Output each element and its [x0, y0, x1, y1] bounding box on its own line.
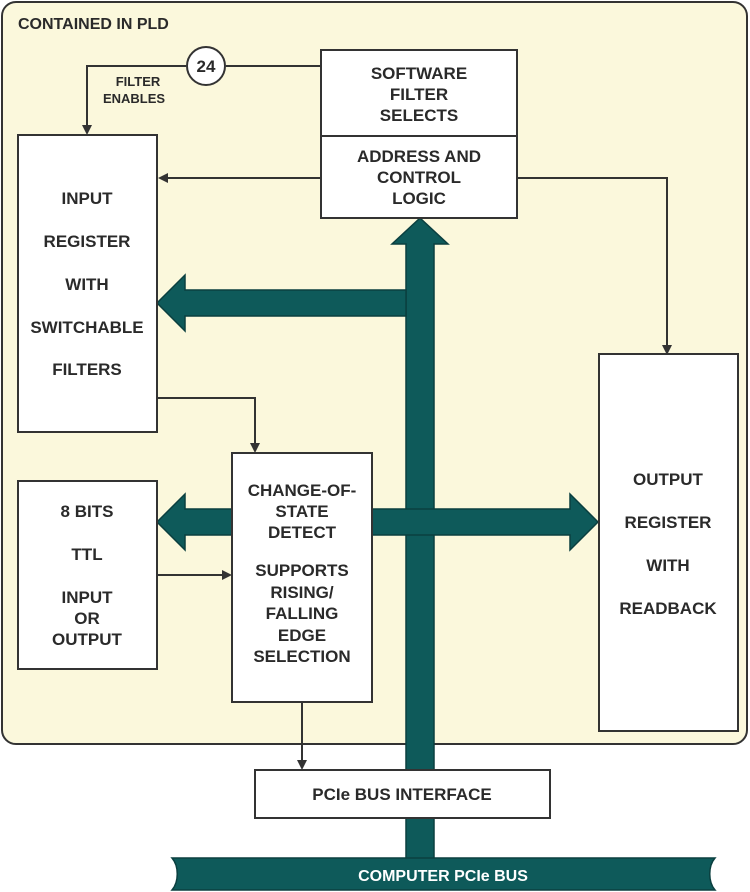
cos-line-3: DETECT [268, 523, 337, 542]
ttl-line-1: 8 BITS [61, 502, 114, 521]
filter-enable-count: 24 [197, 57, 216, 76]
software-filter-selects-block: SOFTWARE FILTER SELECTS [320, 49, 518, 137]
ttl-line-4: OR [74, 609, 100, 628]
computer-bus-label: COMPUTER PCIe BUS [358, 868, 528, 885]
cos-line-6: FALLING [266, 604, 339, 623]
filter-enable-count-badge [186, 46, 226, 86]
output-register-line-4: READBACK [619, 599, 717, 618]
pcie-interface-label: PCIe BUS INTERFACE [312, 785, 491, 804]
input-register-line-3: WITH [65, 275, 108, 294]
pld-container [1, 1, 748, 745]
computer-pcie-bus: COMPUTER PCIe BUS [170, 857, 717, 891]
output-register-line-3: WITH [646, 556, 689, 575]
cos-line-8: SELECTION [253, 647, 350, 666]
cos-line-5: RISING/ [270, 583, 334, 602]
input-register-line-1: INPUT [62, 189, 114, 208]
output-register-block: OUTPUT REGISTER WITH READBACK [598, 353, 739, 732]
output-register-line-2: REGISTER [625, 513, 712, 532]
address-control-logic-block: ADDRESS AND CONTROL LOGIC [320, 135, 518, 219]
ttl-io-block: 8 BITS TTL INPUT OR OUTPUT [17, 480, 158, 670]
address-logic-line-3: LOGIC [392, 189, 446, 208]
ttl-line-3: INPUT [62, 588, 114, 607]
software-filter-line-2: FILTER [390, 85, 448, 104]
ttl-line-5: OUTPUT [52, 630, 123, 649]
filter-enables-label-1: FILTER [116, 74, 161, 89]
software-filter-line-3: SELECTS [380, 106, 458, 125]
cos-line-2: STATE [275, 502, 328, 521]
container-title: CONTAINED IN PLD [18, 16, 169, 33]
input-register-line-5: FILTERS [52, 360, 122, 379]
input-register-block: INPUT REGISTER WITH SWITCHABLE FILTERS [17, 134, 158, 433]
cos-line-7: EDGE [278, 626, 326, 645]
address-logic-line-1: ADDRESS AND [357, 147, 481, 166]
connector-lines [82, 65, 672, 770]
software-filter-line-1: SOFTWARE [371, 64, 467, 83]
address-logic-line-2: CONTROL [377, 168, 461, 187]
cos-line-1: CHANGE-OF- [248, 481, 357, 500]
output-register-line-1: OUTPUT [633, 470, 704, 489]
pcie-interface-block: PCIe BUS INTERFACE [254, 769, 551, 819]
ttl-line-2: TTL [71, 545, 102, 564]
input-register-line-4: SWITCHABLE [30, 318, 143, 337]
filter-enables-label-2: ENABLES [103, 91, 165, 106]
change-of-state-block: CHANGE-OF- STATE DETECT SUPPORTS RISING/… [231, 452, 373, 703]
cos-line-4: SUPPORTS [255, 561, 349, 580]
input-register-line-2: REGISTER [44, 232, 131, 251]
